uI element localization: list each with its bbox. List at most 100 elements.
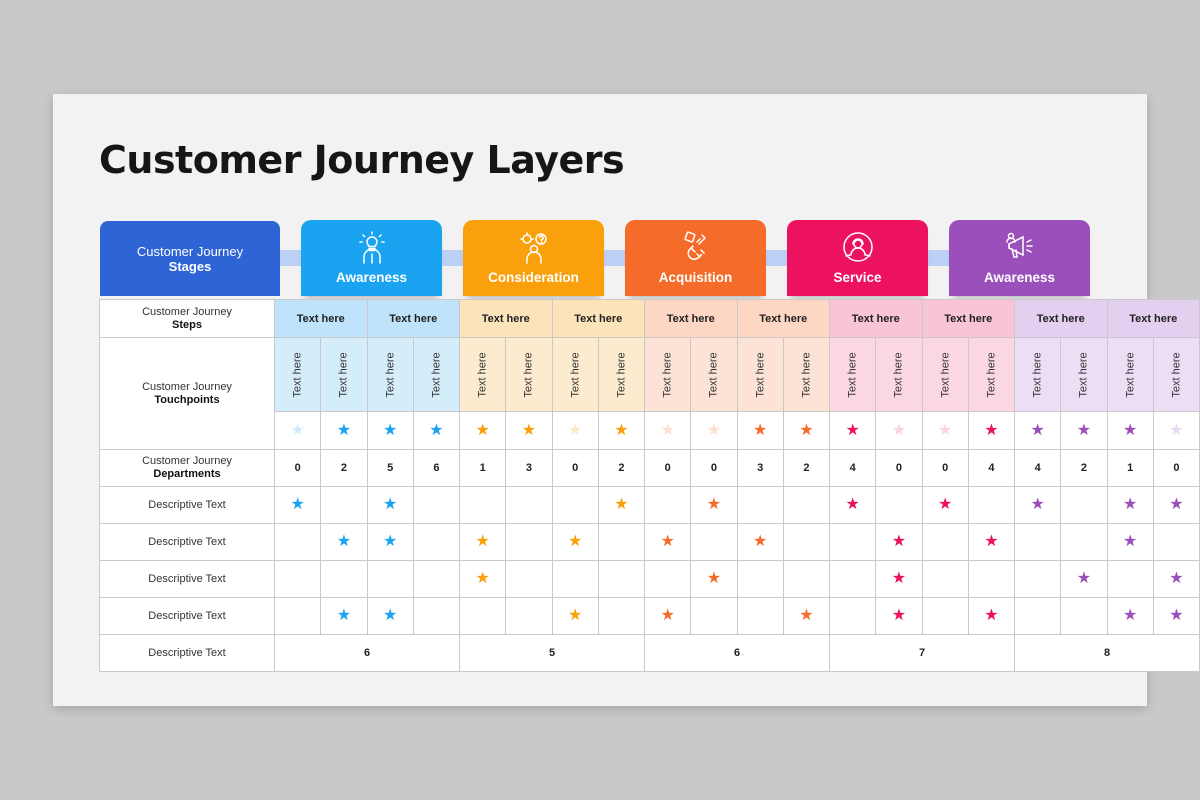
star-icon: ★	[614, 496, 629, 513]
star-icon: ★	[660, 421, 675, 439]
stage-tab-consideration[interactable]: Consideration	[463, 220, 604, 296]
mark-cell: ★	[782, 597, 831, 635]
star-icon: ★	[336, 421, 352, 439]
touchpoint-cell: Text here	[1152, 337, 1200, 412]
star-icon: ★	[567, 533, 583, 550]
steps-label-line1: Customer Journey	[142, 305, 232, 318]
mark-cell	[921, 597, 969, 635]
touchpoint-text: Text here	[661, 351, 674, 398]
star-icon: ★	[706, 421, 722, 439]
stage-total: 6	[274, 634, 460, 672]
mark-cell	[1013, 597, 1062, 635]
mark-cell: ★	[967, 597, 1016, 635]
department-count: 4	[967, 449, 1016, 487]
mark-cell	[782, 523, 831, 561]
mark-cell	[320, 486, 368, 524]
touchpoint-text: Text here	[384, 351, 397, 398]
touchpoints-label-line1: Customer Journey	[142, 380, 232, 393]
department-count: 6	[412, 449, 461, 487]
mark-cell: ★	[1152, 560, 1200, 598]
mark-cell: ★	[921, 486, 969, 524]
department-count: 0	[1152, 449, 1200, 487]
rating-cell: ★	[921, 411, 969, 450]
idea-person-icon	[358, 231, 385, 264]
department-count: 4	[828, 449, 877, 487]
star-icon: ★	[891, 570, 907, 587]
mark-cell	[643, 486, 692, 524]
rating-cell: ★	[1060, 411, 1108, 450]
mark-cell: ★	[643, 523, 692, 561]
stage-connector	[440, 250, 466, 266]
support-person-icon	[842, 232, 873, 262]
step-cell: Text here	[736, 299, 830, 338]
step-cell: Text here	[366, 299, 460, 338]
star-icon: ★	[799, 607, 814, 624]
mark-cell: ★	[875, 560, 923, 598]
descriptive-label: Descriptive Text	[99, 634, 275, 672]
megaphone-icon	[1005, 232, 1033, 258]
mark-cell	[690, 523, 738, 561]
mark-cell	[782, 486, 831, 524]
mark-cell	[412, 486, 461, 524]
touchpoints-label-line2: Touchpoints	[154, 393, 220, 406]
mark-cell: ★	[551, 523, 599, 561]
departments-label-line2: Departments	[153, 468, 221, 480]
stage-tab-acquisition[interactable]: Acquisition	[625, 220, 766, 296]
rating-cell: ★	[505, 411, 553, 450]
star-icon: ★	[1076, 421, 1092, 439]
mark-cell	[412, 523, 461, 561]
touchpoint-cell: Text here	[875, 337, 923, 412]
touchpoint-cell: Text here	[320, 337, 368, 412]
star-icon: ★	[429, 421, 444, 439]
stage-tab-awareness[interactable]: Awareness	[301, 220, 442, 296]
stage-connector	[278, 250, 304, 266]
department-count: 0	[551, 449, 599, 487]
star-icon: ★	[891, 607, 907, 624]
stage-name: Consideration	[488, 270, 579, 285]
touchpoint-text: Text here	[754, 351, 767, 398]
mark-cell: ★	[828, 486, 877, 524]
touchpoint-cell: Text here	[828, 337, 877, 412]
mark-cell: ★	[1106, 523, 1154, 561]
mark-cell	[1013, 523, 1062, 561]
department-count: 2	[597, 449, 646, 487]
star-icon: ★	[290, 496, 305, 513]
stage-name: Awareness	[335, 270, 408, 285]
mark-cell	[412, 597, 461, 635]
touchpoint-cell: Text here	[690, 337, 738, 412]
rating-cell: ★	[643, 411, 692, 450]
mark-cell	[597, 597, 646, 635]
star-icon: ★	[1169, 570, 1184, 587]
touchpoint-text: Text here	[846, 351, 859, 398]
touchpoint-cell: Text here	[412, 337, 461, 412]
mark-cell	[967, 486, 1016, 524]
descriptive-label: Descriptive Text	[99, 560, 275, 598]
rating-cell: ★	[320, 411, 368, 450]
mark-cell	[273, 597, 322, 635]
touchpoint-text: Text here	[707, 351, 720, 398]
touchpoint-text: Text here	[476, 351, 489, 398]
star-icon: ★	[1169, 496, 1184, 513]
mark-cell: ★	[273, 486, 322, 524]
rating-row: ★★★★★★★★★★★★★★★★★★★★	[100, 411, 1200, 450]
department-count: 1	[1106, 449, 1154, 487]
touchpoint-cell: Text here	[366, 337, 414, 412]
touchpoint-cell: Text here	[736, 337, 784, 412]
mark-cell	[736, 597, 784, 635]
touchpoint-cell: Text here	[967, 337, 1016, 412]
star-icon: ★	[1076, 570, 1092, 587]
star-icon: ★	[752, 421, 768, 439]
touchpoint-text: Text here	[522, 351, 535, 398]
mark-cell	[736, 486, 784, 524]
mark-cell: ★	[458, 560, 507, 598]
stage-tab-service[interactable]: Service	[787, 220, 928, 296]
department-count: 0	[690, 449, 738, 487]
stage-total: 7	[829, 634, 1015, 672]
stage-tab-awareness-2[interactable]: Awareness	[949, 220, 1090, 296]
touchpoint-text: Text here	[291, 351, 304, 398]
